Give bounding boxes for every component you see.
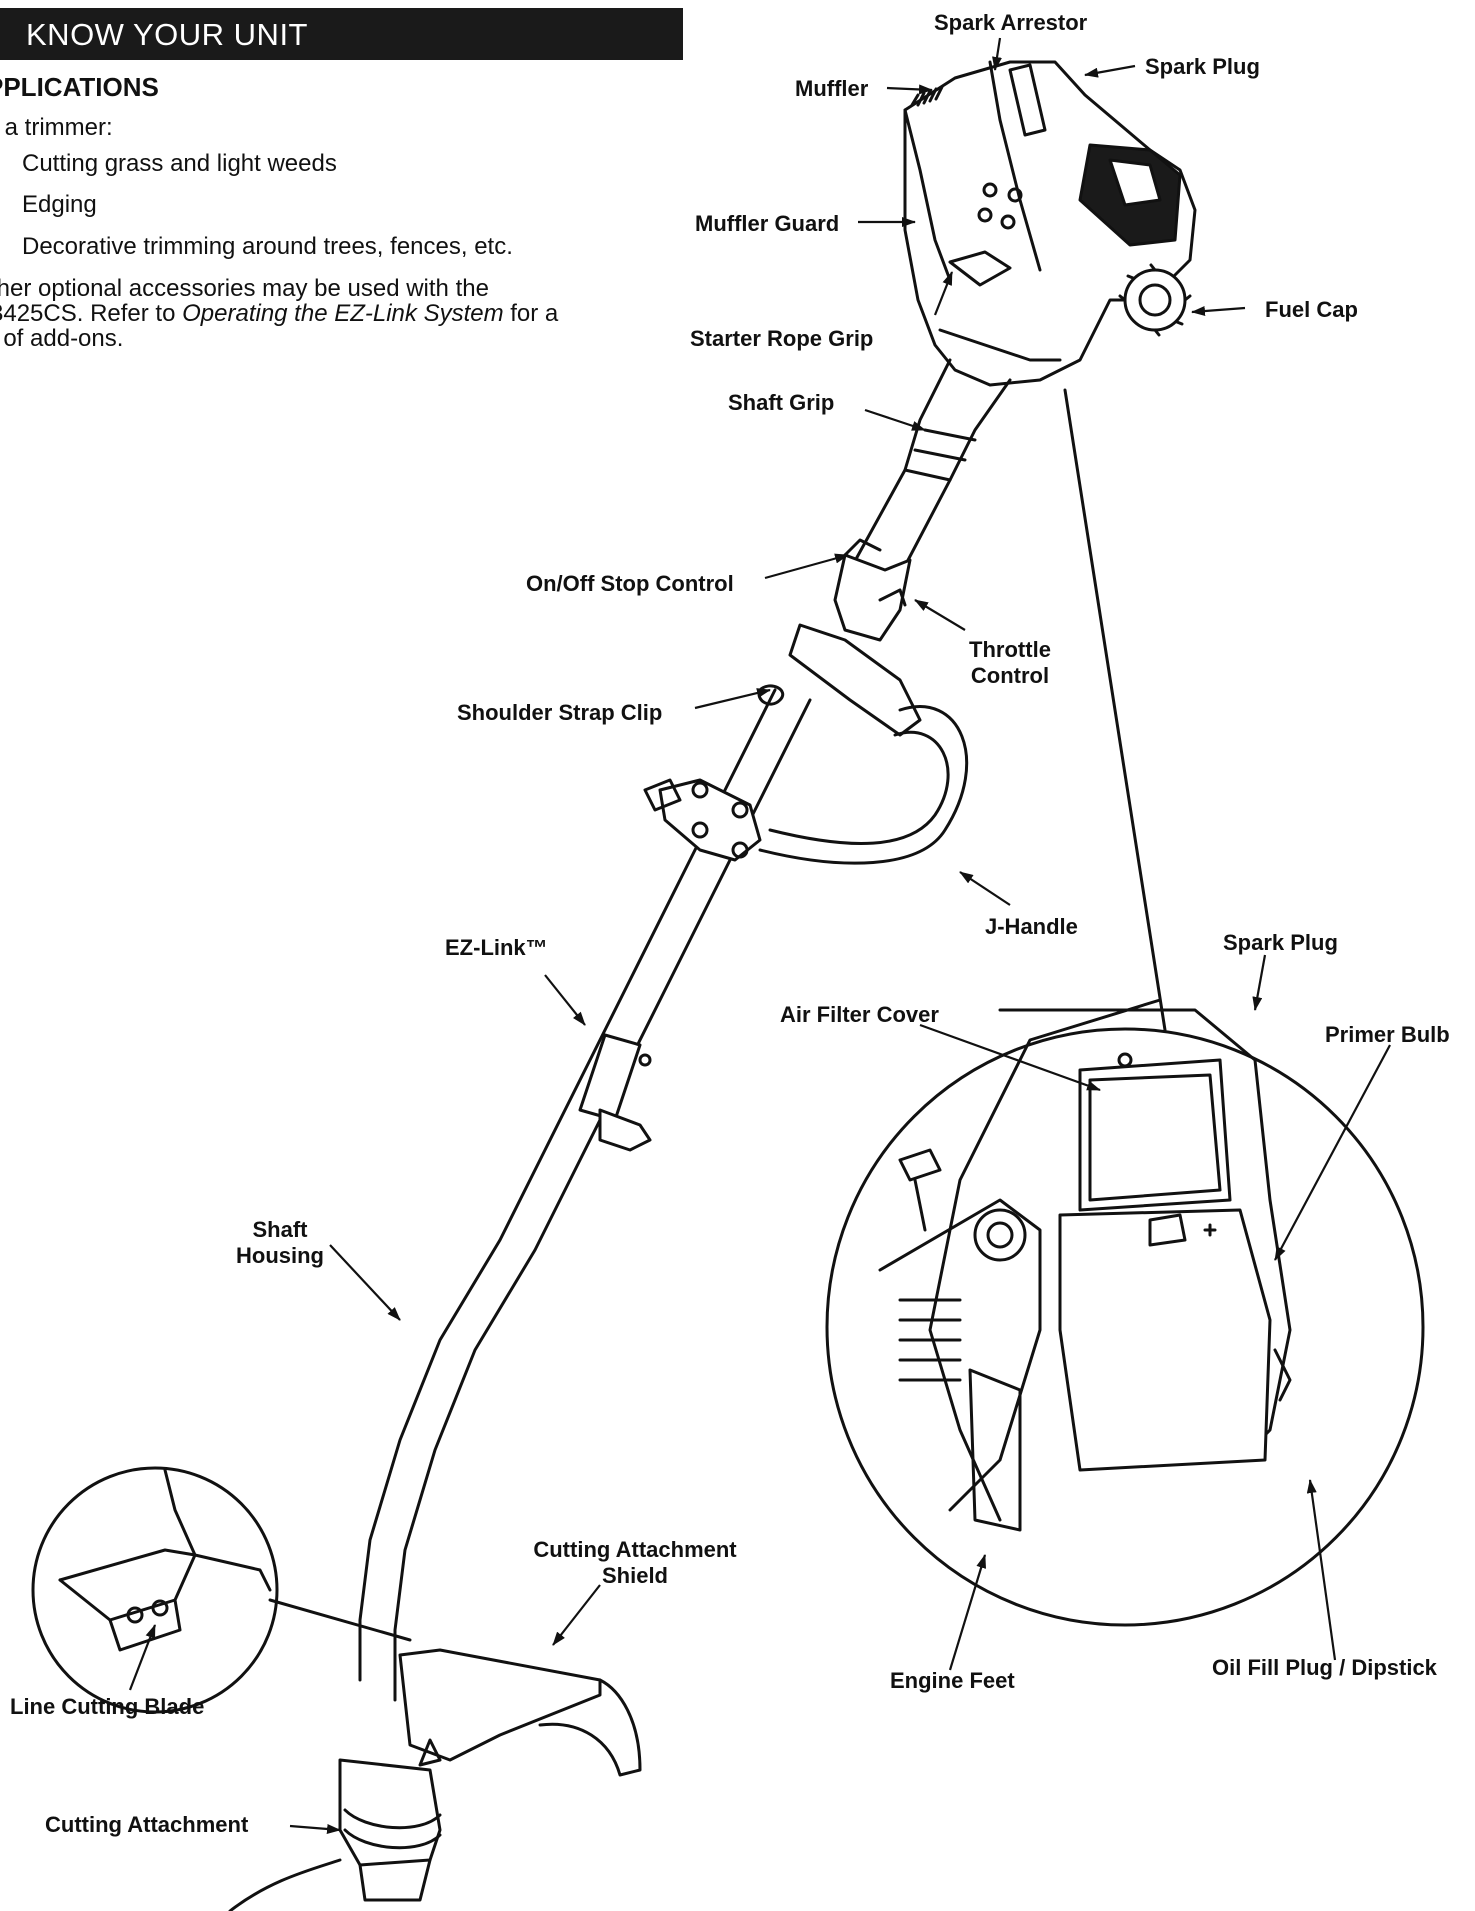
j-handle — [358, 623, 969, 1702]
leader-on-off-stop — [764, 553, 849, 580]
label-shoulder-strap-clip: Shoulder Strap Clip — [457, 700, 663, 725]
note-line-3: t of add-ons. — [0, 325, 124, 352]
label-ez-link: EZ-Link™ — [445, 935, 548, 960]
leader-engine-feet — [948, 1554, 987, 1671]
label-line: Shield — [601, 1563, 668, 1588]
label-shaft-housing: Shaft Housing — [220, 1217, 340, 1269]
applications-intro: s a trimmer: — [0, 114, 113, 141]
leader-spark-arrestor — [992, 37, 1002, 71]
label-on-off-stop-control: On/Off Stop Control — [526, 571, 734, 596]
leader-primer-bulb — [1274, 1044, 1391, 1261]
application-bullet-1: Cutting grass and light weeds — [22, 150, 337, 177]
label-engine-feet: Engine Feet — [890, 1668, 1015, 1693]
label-cutting-attachment-shield: Cutting Attachment Shield — [515, 1537, 755, 1589]
application-bullet-2: Edging — [22, 191, 97, 218]
section-header-bar: KNOW YOUR UNIT — [0, 8, 683, 60]
note-reference: Operating the EZ-Link System — [182, 300, 504, 327]
leader-muffler — [886, 84, 933, 95]
detail-connector-line — [1063, 388, 1167, 1032]
leader-spark-plug-top — [1084, 64, 1136, 78]
label-muffler: Muffler — [795, 76, 869, 101]
label-muffler-guard: Muffler Guard — [695, 211, 840, 236]
cutting-head — [228, 1648, 642, 1911]
label-line: Shaft — [252, 1217, 308, 1242]
leader-cutting-attachment — [289, 1823, 341, 1834]
upper-shaft — [833, 358, 1012, 642]
label-j-handle: J-Handle — [985, 914, 1078, 939]
leader-ez-link — [544, 974, 586, 1026]
applications-heading: PPLICATIONS — [0, 72, 159, 102]
blade-detail-circle — [31, 1466, 412, 1714]
leader-line-cutting-blade — [128, 1624, 157, 1691]
leader-fuel-cap — [1191, 306, 1246, 317]
note-line-2: 3425CS. Refer to Operating the EZ-Link S… — [0, 301, 670, 326]
note-text: 3425CS. Refer to — [0, 300, 183, 327]
label-line: Cutting Attachment — [533, 1537, 737, 1562]
engine-illustration — [903, 60, 1197, 387]
engine-detail-circle — [825, 998, 1425, 1627]
section-title: KNOW YOUR UNIT — [26, 17, 308, 52]
leader-j-handle — [959, 871, 1011, 906]
label-oil-fill-plug-dipstick: Oil Fill Plug / Dipstick — [1212, 1655, 1437, 1680]
leader-air-filter-cover — [919, 1023, 1101, 1092]
label-air-filter-cover: Air Filter Cover — [780, 1002, 939, 1027]
leader-starter-rope-grip — [933, 271, 954, 316]
ez-link-coupler — [578, 1033, 652, 1152]
label-line: Housing — [236, 1243, 324, 1268]
label-throttle-control: Throttle Control — [950, 637, 1070, 689]
label-spark-plug-detail: Spark Plug — [1223, 930, 1338, 955]
note-text: for a — [503, 300, 559, 327]
label-spark-arrestor: Spark Arrestor — [934, 10, 1088, 35]
leader-oil-fill-plug — [1306, 1479, 1337, 1661]
note-line-1: ther optional accessories may be used wi… — [0, 275, 489, 302]
accessories-note: ther optional accessories may be used wi… — [0, 276, 670, 351]
label-line: Control — [970, 663, 1050, 688]
label-shaft-grip: Shaft Grip — [728, 390, 835, 415]
label-line-cutting-blade: Line Cutting Blade — [10, 1694, 205, 1719]
leader-shaft-grip — [864, 408, 926, 432]
label-fuel-cap: Fuel Cap — [1265, 297, 1358, 322]
leader-throttle-control — [914, 599, 966, 631]
application-bullet-3: Decorative trimming around trees, fences… — [22, 233, 513, 260]
leader-shoulder-strap-clip — [694, 688, 771, 710]
label-line: Throttle — [969, 637, 1051, 662]
leader-spark-plug-detail — [1252, 954, 1267, 1011]
label-spark-plug-top: Spark Plug — [1145, 54, 1260, 79]
label-primer-bulb: Primer Bulb — [1325, 1022, 1450, 1047]
leader-shaft-housing — [329, 1244, 401, 1321]
leader-cutting-attachment-shield — [552, 1584, 601, 1646]
label-starter-rope-grip: Starter Rope Grip — [690, 326, 874, 351]
label-cutting-attachment: Cutting Attachment — [45, 1812, 249, 1837]
